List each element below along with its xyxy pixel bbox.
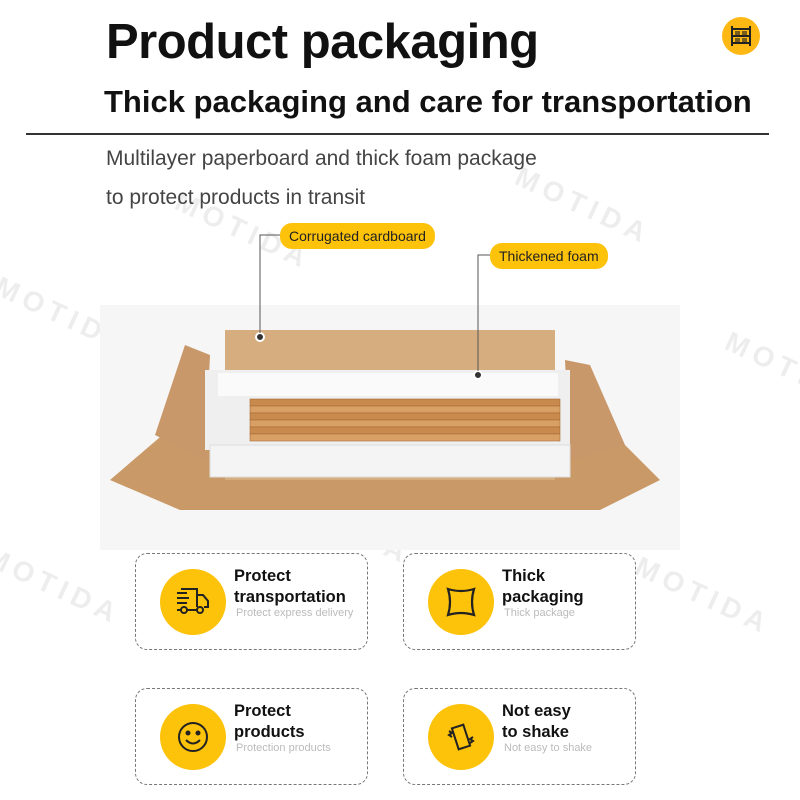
description-line: to protect products in transit	[106, 186, 366, 209]
feature-subtitle: Not easy to shake	[504, 742, 593, 754]
feature-title: Protect	[234, 567, 291, 585]
truck-icon	[160, 569, 226, 635]
feature-title: to shake	[502, 723, 569, 741]
description-line: Multilayer paperboard and thick foam pac…	[106, 147, 537, 170]
feature-subtitle: Protection products	[236, 742, 331, 754]
page-title: Product packaging	[106, 15, 539, 69]
feature-title: products	[234, 723, 305, 741]
watermark: MOTIDA	[0, 540, 127, 631]
smiley-icon	[160, 704, 226, 770]
feature-card: Protect transportation Protect express de…	[135, 553, 368, 650]
feature-card: Protect products Protection products	[135, 688, 368, 785]
feature-card: Thick packaging Thick package	[403, 553, 636, 650]
divider	[26, 133, 769, 135]
feature-title: transportation	[234, 588, 346, 606]
shelf-icon	[722, 17, 760, 55]
package-illustration	[100, 234, 680, 550]
callout-corrugated-cardboard: Corrugated cardboard	[280, 223, 435, 249]
watermark: MOTIDA	[720, 325, 800, 416]
vibrate-phone-icon	[428, 704, 494, 770]
feature-card: Not easy to shake Not easy to shake	[403, 688, 636, 785]
page-subtitle: Thick packaging and care for transportat…	[104, 84, 752, 119]
feature-title: Thick	[502, 567, 546, 585]
feature-subtitle: Thick package	[504, 607, 575, 619]
feature-title: Protect	[234, 702, 291, 720]
feature-title: Not easy	[502, 702, 571, 720]
callout-thickened-foam: Thickened foam	[490, 243, 608, 269]
feature-subtitle: Protect express delivery	[236, 607, 354, 619]
feature-title: packaging	[502, 588, 584, 606]
watermark: MOTIDA	[630, 550, 777, 641]
pillow-icon	[428, 569, 494, 635]
